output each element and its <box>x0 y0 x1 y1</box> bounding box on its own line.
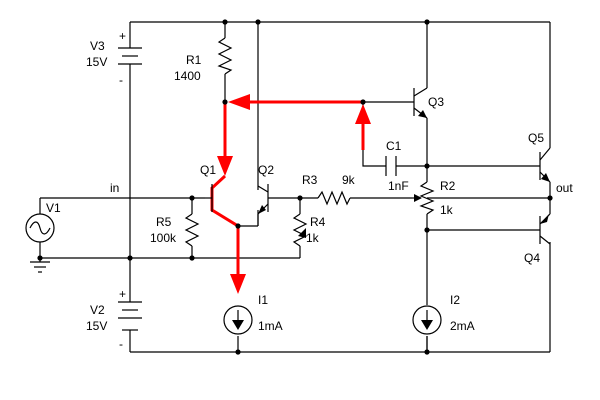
i2-value: 2mA <box>450 319 475 333</box>
i2-name: I2 <box>450 293 460 307</box>
v3-plus: + <box>119 29 126 43</box>
r1-name: R1 <box>186 53 202 67</box>
q5-transistor: Q5 <box>528 131 551 183</box>
v2-plus: + <box>119 287 126 301</box>
v2-battery: + - V2 15V <box>86 287 142 351</box>
output-label: out <box>556 181 573 195</box>
input-label: in <box>110 181 119 195</box>
q2-name: Q2 <box>258 163 274 177</box>
v3-battery: + - V3 15V <box>86 29 142 87</box>
v1-source: V1 <box>25 201 61 243</box>
v3-minus: - <box>119 73 123 87</box>
r2-potentiometer: R2 1k <box>412 179 456 217</box>
q4-transistor: Q4 <box>524 213 551 265</box>
v1-name: V1 <box>46 201 61 215</box>
r2-name: R2 <box>440 179 456 193</box>
c1-value: 1nF <box>388 179 409 193</box>
v3-value: 15V <box>86 55 107 69</box>
r1-resistor: R1 1400 <box>174 37 233 83</box>
q3-transistor: Q3 <box>363 87 444 119</box>
i1-value: 1mA <box>258 319 283 333</box>
ground-icon <box>30 261 50 273</box>
v2-value: 15V <box>86 319 107 333</box>
c1-name: C1 <box>386 139 402 153</box>
current-arrow-down-top <box>217 156 233 176</box>
q1-name: Q1 <box>200 163 216 177</box>
r5-name: R5 <box>156 215 172 229</box>
c1-capacitor: C1 1nF <box>385 139 409 193</box>
q5-name: Q5 <box>528 131 544 145</box>
current-arrow-left <box>228 94 250 110</box>
q1-transistor: Q1 <box>200 163 216 212</box>
r3-value: 9k <box>342 173 356 187</box>
i1-name: I1 <box>258 293 268 307</box>
r5-value: 100k <box>150 231 177 245</box>
q2-transistor: Q2 <box>238 163 274 227</box>
current-arrow-down-bottom <box>230 274 246 294</box>
r3-name: R3 <box>302 173 318 187</box>
q4-name: Q4 <box>524 251 540 265</box>
r5-resistor: R5 100k <box>150 213 200 247</box>
v3-name: V3 <box>90 39 105 53</box>
r4-name: R4 <box>310 215 326 229</box>
q3-name: Q3 <box>428 95 444 109</box>
v2-name: V2 <box>90 303 105 317</box>
wires <box>39 21 551 353</box>
v2-minus: - <box>119 337 123 351</box>
junction-dots <box>37 19 553 355</box>
r2-value: 1k <box>440 203 454 217</box>
r1-value: 1400 <box>174 69 201 83</box>
r4-potentiometer: R4 1k <box>292 213 326 247</box>
current-path <box>210 94 371 294</box>
input-wire <box>39 197 205 214</box>
i1-current-source: I1 1mA <box>223 293 283 335</box>
current-path-q1 <box>210 174 240 276</box>
current-arrow-up <box>355 104 371 124</box>
r4-value: 1k <box>306 231 320 245</box>
r3-resistor: R3 9k <box>302 173 356 206</box>
i2-current-source: I2 2mA <box>412 293 475 335</box>
c1-wire <box>362 102 427 167</box>
